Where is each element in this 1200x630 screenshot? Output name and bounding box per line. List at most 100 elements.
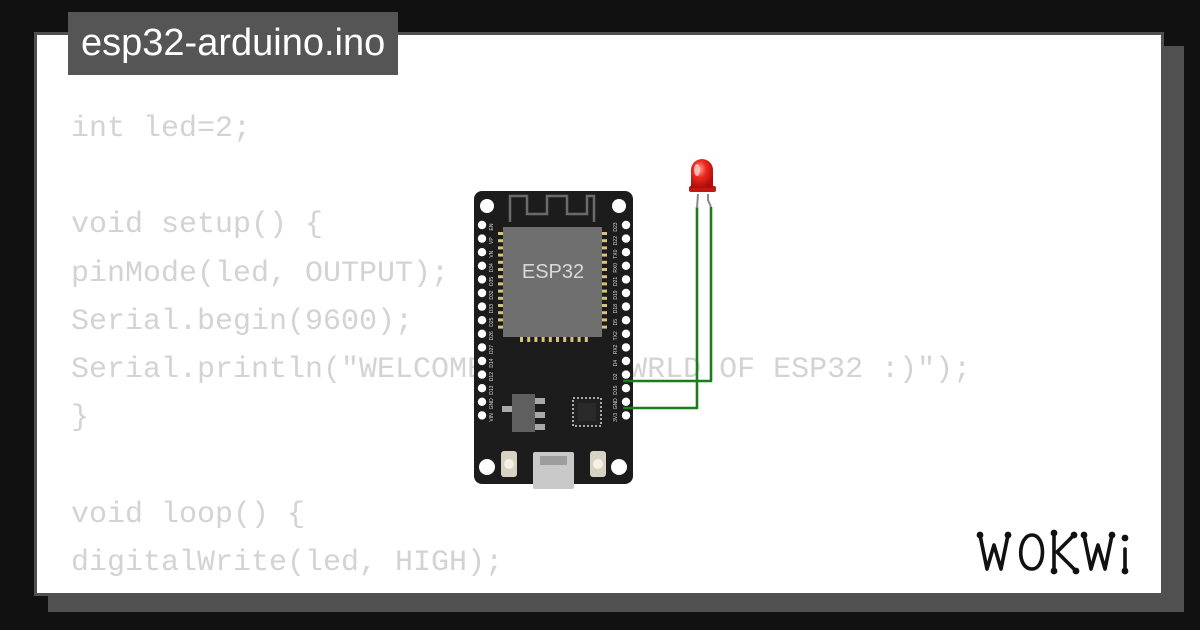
code-line: digitalWrite(led, HIGH); xyxy=(71,545,504,580)
pin-label: TX0 xyxy=(613,249,619,258)
chip-pad xyxy=(602,275,607,279)
header-pin[interactable] xyxy=(621,248,631,257)
chip-pad xyxy=(602,325,607,329)
led-anode-leg xyxy=(707,194,712,208)
esp32-board[interactable]: ESP32 ENVPVND34D35D32D33D25D26D27D14D12D… xyxy=(474,191,633,489)
red-led[interactable] xyxy=(689,159,716,209)
pin-label: VIN xyxy=(489,413,495,422)
pin-label: D13 xyxy=(489,385,495,394)
mounting-hole xyxy=(612,199,626,213)
header-pin[interactable] xyxy=(477,220,487,230)
header-pin[interactable] xyxy=(477,343,487,352)
pin-label: D4 xyxy=(613,360,619,367)
chip-pad xyxy=(602,253,607,257)
code-line: void loop() { xyxy=(71,497,306,532)
wire-gnd-to-led[interactable] xyxy=(623,207,699,410)
chip-pad xyxy=(498,239,503,243)
chip-pad xyxy=(602,282,607,286)
header-pin[interactable] xyxy=(621,384,631,393)
chip-pad xyxy=(498,232,503,235)
code-line: Serial.begin(9600); xyxy=(71,304,414,339)
en-button[interactable] xyxy=(501,451,517,477)
pin-label: D22 xyxy=(613,236,619,245)
pin-label: D18 xyxy=(613,304,619,313)
header-pin[interactable] xyxy=(477,302,487,311)
header-pin[interactable] xyxy=(477,384,487,393)
header-pin[interactable] xyxy=(621,234,631,243)
chip-pad xyxy=(577,337,581,342)
header-pin[interactable] xyxy=(621,343,631,352)
pin-label: 3V3 xyxy=(613,413,619,422)
chip-pad xyxy=(602,260,607,264)
header-pin[interactable] xyxy=(477,316,487,325)
pin-labels: ENVPVND34D35D32D33D25D26D27D14D12D13GNDV… xyxy=(489,222,619,422)
voltage-regulator xyxy=(512,394,535,432)
header-pin[interactable] xyxy=(477,329,487,338)
logo-letter-k xyxy=(1052,531,1078,573)
header-pin[interactable] xyxy=(621,370,631,379)
header-pin[interactable] xyxy=(477,261,487,270)
pin-label: D21 xyxy=(613,277,619,286)
header-pin[interactable] xyxy=(621,302,631,311)
antenna-trace xyxy=(508,194,596,222)
pin-label: D2 xyxy=(613,373,619,380)
chip-pad xyxy=(534,337,538,342)
mounting-hole xyxy=(611,459,627,475)
regulator-pin xyxy=(535,398,545,404)
header-pin[interactable] xyxy=(477,275,487,284)
header-pin[interactable] xyxy=(477,356,487,366)
pin-label: VN xyxy=(489,250,495,257)
pin-label: D32 xyxy=(489,290,495,299)
chip-pad xyxy=(498,325,503,329)
header-pin[interactable] xyxy=(477,411,487,420)
code-line: } xyxy=(71,401,90,436)
header-pin[interactable] xyxy=(621,316,631,325)
chip-pad xyxy=(498,268,503,271)
chip-pad xyxy=(602,296,607,300)
esp32-chip xyxy=(503,227,602,337)
pin-label: D19 xyxy=(613,290,619,299)
header-pin[interactable] xyxy=(477,370,487,379)
header-pin[interactable] xyxy=(477,234,487,243)
code-line: pinMode(led, OUTPUT); xyxy=(71,256,450,291)
micro-usb-port xyxy=(533,452,574,489)
chip-pad xyxy=(548,337,552,342)
chip-pad xyxy=(498,296,503,300)
wire-d2-to-led[interactable] xyxy=(623,207,713,383)
pin-label: D27 xyxy=(489,345,495,354)
header-pin[interactable] xyxy=(477,288,487,298)
wokwi-logo xyxy=(976,529,1129,575)
chip-pad xyxy=(520,337,523,342)
header-pin[interactable] xyxy=(621,329,631,338)
pin-label: D26 xyxy=(489,331,495,340)
pin-label: D35 xyxy=(489,277,495,286)
pin-label: GND xyxy=(489,398,495,410)
pin-label: D34 xyxy=(489,263,495,272)
mounting-hole xyxy=(480,199,494,213)
pin-label: D15 xyxy=(613,385,619,394)
boot-button[interactable] xyxy=(590,451,606,477)
header-pin[interactable] xyxy=(621,356,631,366)
header-pin[interactable] xyxy=(621,288,631,298)
chip-pad xyxy=(498,253,503,257)
led-highlight xyxy=(694,164,700,176)
logo-letter-o xyxy=(1019,533,1045,571)
led-cathode-leg xyxy=(696,193,699,209)
header-pin[interactable] xyxy=(621,397,631,406)
header-pin[interactable] xyxy=(621,275,631,284)
pin-label: D25 xyxy=(489,317,495,326)
chip-pad xyxy=(541,337,545,342)
header-pin[interactable] xyxy=(621,261,631,270)
header-pin[interactable] xyxy=(477,248,487,257)
header-pin[interactable] xyxy=(621,411,631,420)
pin-label: VP xyxy=(489,237,495,244)
header-pin[interactable] xyxy=(621,220,631,230)
header-pin[interactable] xyxy=(477,397,487,406)
chip-pad xyxy=(498,260,503,264)
chip-pad xyxy=(498,311,503,315)
pin-label: EN xyxy=(489,223,495,230)
chip-pad xyxy=(563,337,567,342)
led-lens xyxy=(691,159,713,188)
chip-pad xyxy=(602,246,607,250)
